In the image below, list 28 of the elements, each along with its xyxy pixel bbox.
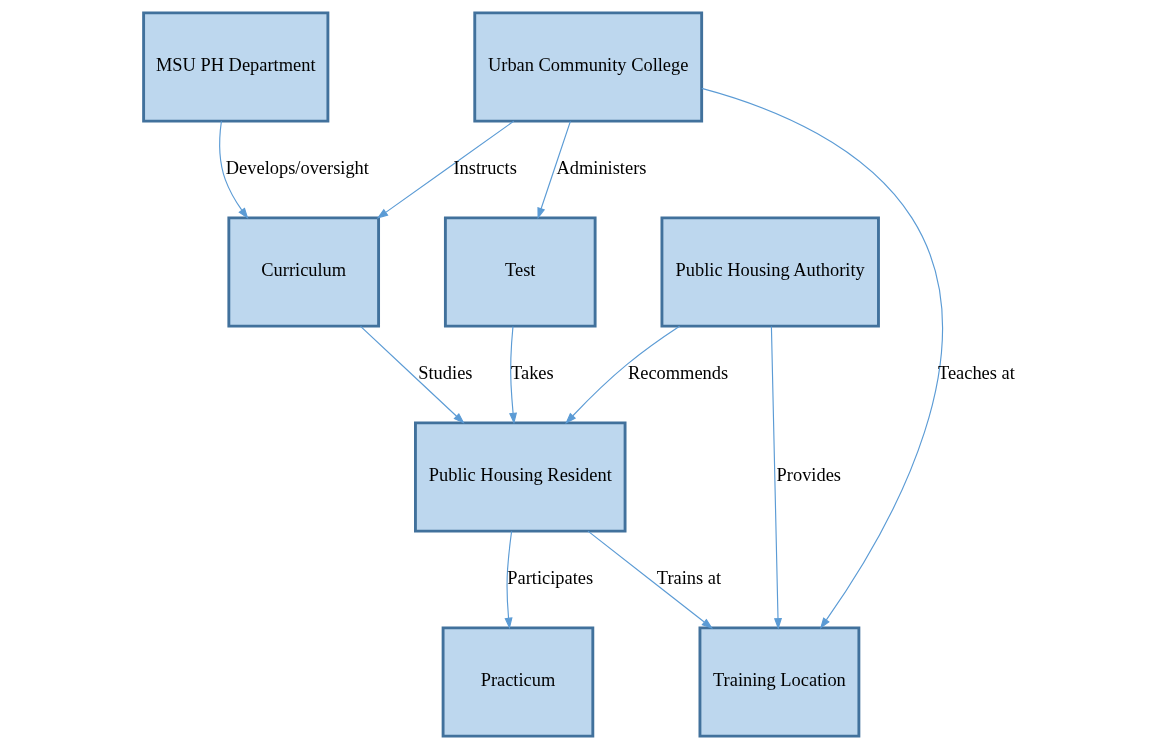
arrow	[376, 120, 514, 219]
arrow	[218, 120, 248, 220]
arrow	[564, 325, 680, 424]
edge-label: Instructs	[452, 157, 517, 178]
arrow	[508, 325, 517, 425]
arrow	[586, 530, 713, 629]
node-box: Public Housing Resident	[413, 421, 626, 533]
node-box: Test	[443, 216, 597, 328]
arrow	[359, 325, 465, 424]
edge-label: Recommends	[627, 362, 728, 383]
edge-label: Takes	[510, 362, 554, 383]
node-box: Public Housing Authority	[660, 216, 880, 328]
node-box: Practicum	[441, 626, 594, 738]
arrow	[536, 120, 571, 220]
edge-label: Provides	[776, 465, 841, 486]
edge-label: Studies	[417, 362, 472, 383]
arrow	[770, 325, 782, 630]
edge-label: Participates	[506, 567, 593, 588]
arrow	[504, 530, 513, 630]
node-box: Curriculum	[226, 216, 380, 328]
edge-label: Teaches at	[937, 362, 1015, 383]
node-box: Urban Community College	[472, 11, 703, 123]
edge-label: Trains at	[656, 567, 721, 588]
arrow	[700, 87, 943, 629]
edge-label: Administers	[555, 157, 646, 178]
node-box: MSU PH Department	[141, 11, 329, 123]
edge-label: Develops/oversight	[225, 157, 369, 178]
node-box: Training Location	[698, 626, 860, 738]
